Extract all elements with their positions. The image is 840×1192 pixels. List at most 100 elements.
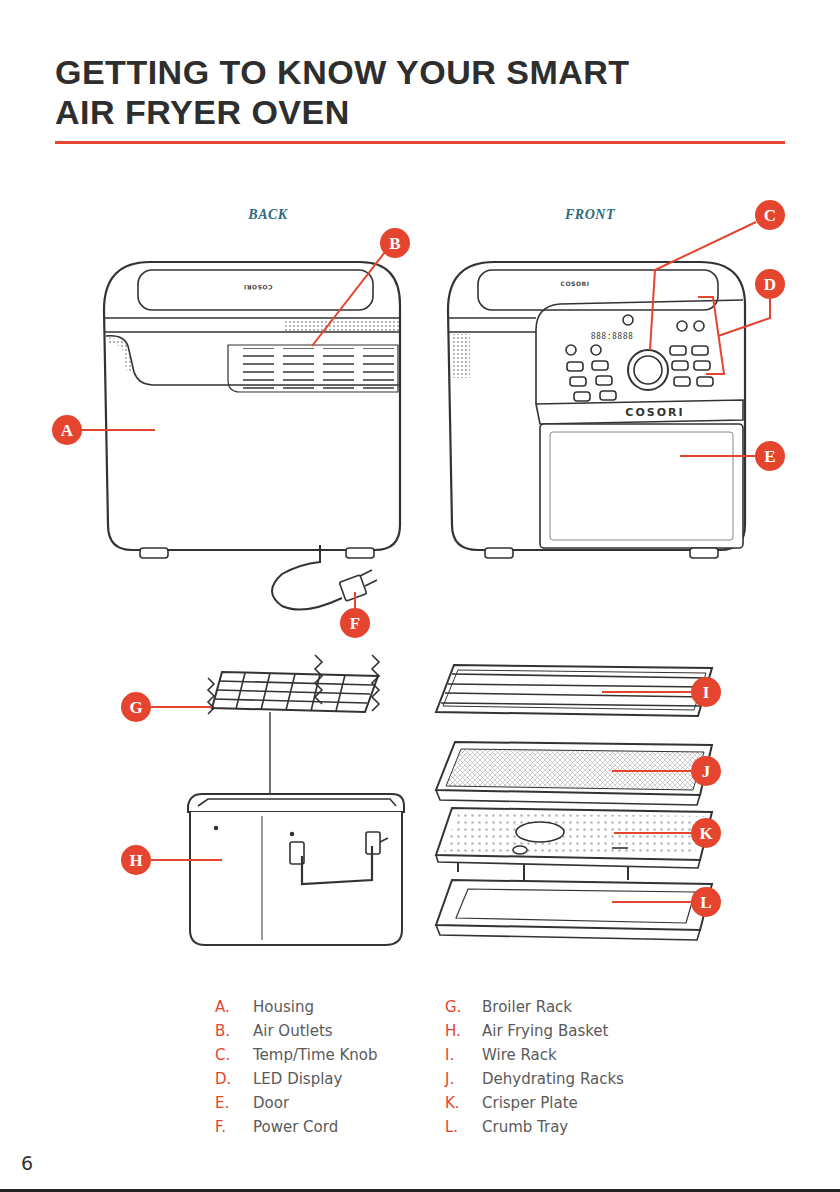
- leader-lines-part: [602, 691, 691, 693]
- wire-rack-part: [436, 665, 712, 716]
- page-edge: [0, 1189, 840, 1192]
- back-unit-part: [138, 270, 373, 310]
- front-unit-part: [697, 377, 713, 386]
- front-unit-part: [452, 334, 470, 378]
- front-unit-part: [672, 361, 688, 370]
- part-letter: J.: [445, 1070, 454, 1088]
- crumb-tray-part: [456, 889, 695, 923]
- back-unit-part: [104, 331, 400, 333]
- callout-circle: G: [121, 692, 151, 722]
- display-digits: 888:8888: [591, 332, 634, 342]
- callout-letter: H: [129, 852, 142, 869]
- leader-lines-part: [312, 252, 385, 346]
- crisper-plate-part: [444, 813, 705, 856]
- part-name: Crisper Plate: [482, 1094, 578, 1112]
- part-letter: C.: [215, 1046, 230, 1064]
- leader-lines-part: [680, 455, 755, 457]
- callout-letter: I: [703, 684, 710, 701]
- callout-circle: H: [121, 845, 151, 875]
- view-label: BACK: [248, 207, 287, 224]
- leader-lines: [82, 222, 770, 902]
- front-unit-part: [536, 300, 743, 404]
- front-unit-part: [592, 361, 608, 370]
- front-unit-part: [634, 356, 662, 384]
- crisper-plate-part: [516, 822, 564, 842]
- callout-letter: J: [702, 763, 711, 780]
- callout-letter: C: [764, 207, 776, 224]
- leader-lines-part: [151, 706, 212, 708]
- leader-lines-part: [354, 592, 356, 608]
- part-letter: A.: [215, 998, 230, 1016]
- front-unit-part: [536, 400, 743, 424]
- air-frying-basket-part: [198, 799, 396, 806]
- leader-lines-part: [151, 859, 222, 861]
- part-name: Housing: [253, 998, 314, 1016]
- callout-circle: C: [755, 200, 785, 230]
- callout-circle: I: [691, 677, 721, 707]
- part-letter: F.: [215, 1118, 226, 1136]
- part-name: Door: [253, 1094, 289, 1112]
- back-unit-part: [339, 575, 367, 601]
- crisper-plate-part: [436, 808, 712, 860]
- air-frying-basket: [188, 794, 404, 945]
- front-unit-part: [596, 376, 612, 385]
- crisper-plate-part: [612, 847, 628, 849]
- wire-rack-part: [441, 674, 709, 706]
- part-letter: D.: [215, 1070, 231, 1088]
- front-unit-part: [567, 362, 583, 371]
- part-name: Air Frying Basket: [482, 1022, 608, 1040]
- crumb-tray: [436, 880, 712, 940]
- air-frying-basket-part: [380, 838, 388, 842]
- air-frying-basket-part: [190, 812, 402, 945]
- callout-letter: K: [699, 825, 712, 842]
- back-unit-part: [140, 548, 168, 558]
- front-unit-part: [574, 392, 590, 401]
- callout-circle: F: [340, 608, 370, 638]
- callout-letter: D: [764, 276, 776, 293]
- front-unit-part: [674, 377, 690, 386]
- callout-letter: B: [389, 235, 400, 252]
- back-unit-part: [236, 348, 394, 390]
- callout-circle: J: [691, 756, 721, 786]
- back-unit-part: [108, 340, 130, 372]
- part-name: Dehydrating Racks: [482, 1070, 624, 1088]
- front-unit-part: [623, 315, 633, 325]
- front-unit-part: [540, 424, 743, 548]
- front-unit-part: [628, 350, 668, 390]
- page-title: GETTING TO KNOW YOUR SMART AIR FRYER OVE…: [55, 52, 655, 132]
- dehydrating-rack: [436, 742, 712, 805]
- leader-lines-part: [698, 297, 724, 374]
- back-unit-part: [104, 262, 400, 550]
- view-label: FRONT: [565, 207, 615, 224]
- air-frying-basket-part: [291, 833, 294, 836]
- part-name: Crumb Tray: [482, 1118, 568, 1136]
- crisper-plate-part: [513, 846, 527, 854]
- leader-lines-part: [82, 429, 155, 431]
- callout-circle: E: [755, 441, 785, 471]
- callout-letter: L: [700, 894, 711, 911]
- front-unit-part: [448, 262, 745, 550]
- leader-lines-part: [614, 832, 691, 834]
- part-name: Broiler Rack: [482, 998, 572, 1016]
- front-unit-part: [485, 548, 513, 558]
- front-unit-part: [694, 361, 710, 370]
- back-unit-part: [346, 548, 374, 558]
- crumb-tray-part: [436, 880, 712, 930]
- part-name: Temp/Time Knob: [253, 1046, 378, 1064]
- part-name: Power Cord: [253, 1118, 338, 1136]
- part-letter: E.: [215, 1094, 229, 1112]
- back-unit-part: [104, 317, 400, 319]
- dehydrating-rack-part: [436, 742, 712, 795]
- broiler-rack-part: [372, 655, 379, 711]
- front-unit-part: [670, 346, 686, 355]
- back-unit-part: [272, 545, 342, 610]
- leader-lines-part: [650, 222, 756, 350]
- part-letter: B.: [215, 1022, 230, 1040]
- callout-circle: B: [380, 228, 410, 258]
- back-unit-part: [228, 345, 398, 392]
- front-unit-part: [570, 377, 586, 386]
- callout-letter: F: [350, 615, 360, 632]
- callout-circle: D: [755, 269, 785, 299]
